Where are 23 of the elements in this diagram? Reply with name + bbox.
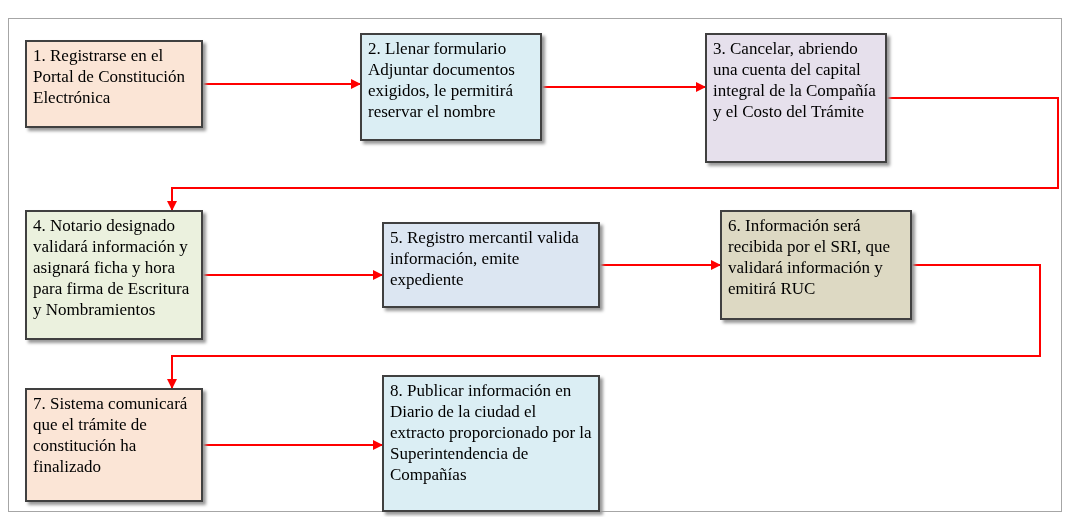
- step-text: 1. Registrarse en el Portal de Constitución Electrónica: [33, 45, 187, 108]
- process-box: [720, 210, 912, 320]
- arrow: [167, 264, 1041, 389]
- process-box: [705, 33, 887, 163]
- process-box: [382, 375, 600, 512]
- process-box: [360, 33, 542, 141]
- process-box: [25, 388, 203, 502]
- process-box: [25, 40, 203, 128]
- process-box: [25, 210, 203, 340]
- step-text: 8. Publicar información en Diario de la ciudad el extracto proporcionado por la Superintendencia de Compañías: [390, 380, 592, 485]
- step-text: 6. Información será recibida por el SRI, que validará información y emitirá RUC: [728, 215, 891, 299]
- arrow: [599, 260, 721, 270]
- arrow: [202, 79, 361, 89]
- step-text: 5. Registro mercantil valida información, emite expediente: [390, 227, 580, 290]
- arrow: [202, 270, 383, 280]
- arrow: [202, 440, 383, 450]
- step-text: 3. Cancelar, abriendo una cuenta del capital integral de la Compañía y el Costo del Trámite: [713, 38, 877, 122]
- process-box: [382, 222, 600, 308]
- step-text: 4. Notario designado validará información y asignará ficha y hora para firma de Escritura y Nombramientos: [33, 215, 191, 320]
- step-text: 7. Sistema comunicará que el trámite de constitución ha finalizado: [33, 393, 189, 477]
- arrow: [167, 97, 1059, 211]
- step-text: 2. Llenar formulario Adjuntar documentos exigidos, le permitirá reservar el nombre: [368, 38, 516, 122]
- arrow: [541, 82, 706, 92]
